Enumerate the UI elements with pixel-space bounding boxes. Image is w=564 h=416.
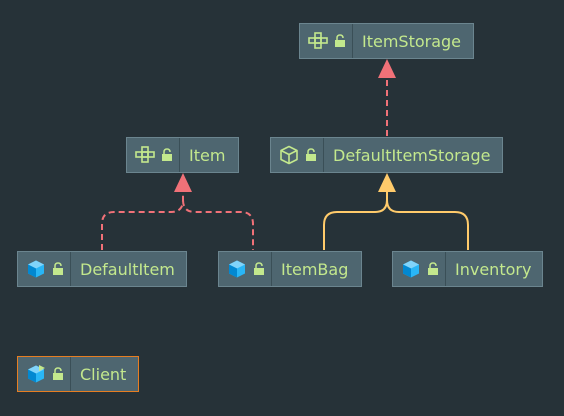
node-itembag[interactable]: ItemBag (218, 251, 362, 287)
public-lock-icon (428, 262, 438, 275)
node-label: Item (189, 145, 226, 165)
entry-class-icon (28, 365, 45, 383)
public-lock-icon (254, 262, 264, 275)
public-lock-icon (335, 34, 345, 47)
edge-defaultitemstorage-implements-itemstorage (378, 59, 396, 136)
node-label: Client (80, 364, 127, 384)
interface-icon (135, 146, 155, 163)
node-icons (219, 252, 272, 286)
edge-classes-extend-defaultitemstorage (323, 173, 469, 250)
class-icon (28, 260, 44, 278)
node-label: ItemBag (281, 259, 349, 279)
interface-icon (308, 32, 328, 49)
node-client[interactable]: Client (17, 356, 139, 392)
node-icons (18, 357, 71, 391)
node-label: DefaultItemStorage (333, 145, 491, 165)
edge-items-implement-item (101, 173, 254, 250)
class-icon (403, 260, 419, 278)
node-icons (271, 138, 324, 172)
node-item[interactable]: Item (126, 137, 239, 173)
node-defaultitemstorage[interactable]: DefaultItemStorage (270, 137, 503, 173)
public-lock-icon (53, 367, 63, 380)
node-icons (393, 252, 446, 286)
node-icons (18, 252, 71, 286)
node-label: DefaultItem (80, 259, 175, 279)
node-icons (127, 138, 180, 172)
public-lock-icon (162, 148, 172, 161)
node-defaultitem[interactable]: DefaultItem (17, 251, 187, 287)
public-lock-icon (306, 148, 316, 161)
node-icons (300, 24, 353, 58)
node-label: Inventory (455, 259, 532, 279)
node-label: ItemStorage (362, 31, 462, 51)
node-itemstorage[interactable]: ItemStorage (299, 23, 474, 59)
node-inventory[interactable]: Inventory (392, 251, 543, 287)
class-icon (229, 260, 245, 278)
abstract-class-icon (280, 145, 298, 165)
public-lock-icon (53, 262, 63, 275)
